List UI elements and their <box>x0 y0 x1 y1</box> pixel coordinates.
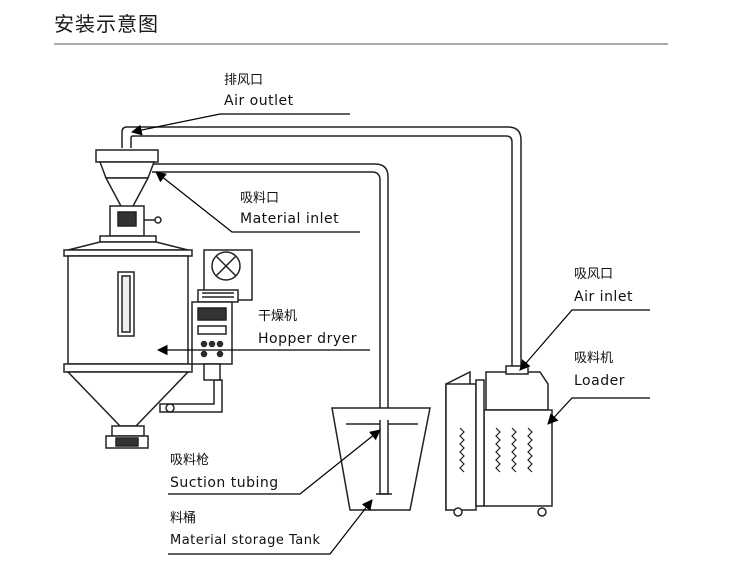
air-pipe <box>121 126 522 368</box>
leader-storage-tank <box>168 499 373 555</box>
label-material-inlet-zh: 吸料口 <box>240 191 280 206</box>
label-loader-en: Loader <box>574 373 625 389</box>
leader-loader <box>547 397 650 425</box>
label-storage-tank-zh: 料桶 <box>170 511 197 526</box>
label-air-inlet-en: Air inlet <box>574 289 633 305</box>
page-title: 安装示意图 <box>54 12 159 36</box>
label-loader-zh: 吸料机 <box>574 351 614 366</box>
dryer-control-box <box>191 301 233 381</box>
label-air-outlet-en: Air outlet <box>224 93 294 109</box>
label-air-outlet-zh: 排风口 <box>224 73 264 88</box>
leader-lines <box>130 113 650 555</box>
leader-suction-tubing <box>168 429 381 495</box>
leader-air-inlet <box>519 309 650 371</box>
label-material-inlet-en: Material inlet <box>240 211 340 227</box>
leader-air-outlet <box>130 113 350 136</box>
label-storage-tank-en: Material storage Tank <box>170 533 321 548</box>
label-hopper-dryer-zh: 干燥机 <box>258 309 298 324</box>
label-suction-tubing-zh: 吸料枪 <box>170 453 210 468</box>
label-air-inlet-zh: 吸风口 <box>574 267 614 282</box>
storage-tank <box>331 407 431 511</box>
label-suction-tubing-en: Suction tubing <box>170 475 279 491</box>
material-pipe <box>152 163 389 420</box>
hopper-dryer-unit <box>63 149 223 449</box>
label-hopper-dryer-en: Hopper dryer <box>258 331 357 347</box>
loader-unit <box>445 365 553 517</box>
dryer-blower <box>197 249 253 303</box>
leader-material-inlet <box>155 171 360 233</box>
